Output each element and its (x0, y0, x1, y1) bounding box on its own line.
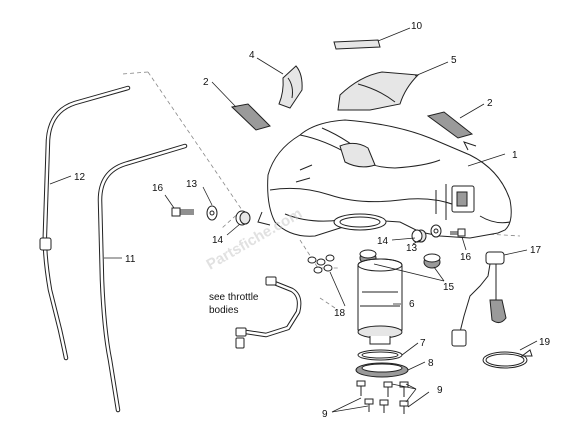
callout-7: 7 (420, 338, 426, 349)
callout-17: 17 (530, 245, 542, 256)
grommet-right (411, 229, 427, 243)
callout-12: 12 (74, 172, 86, 183)
callout-6: 6 (409, 299, 415, 310)
grommet-left (235, 210, 251, 226)
washer-right (430, 224, 442, 238)
callout-13: 13 (406, 243, 418, 254)
callout-9: 9 (322, 409, 328, 420)
decal-strip (333, 39, 381, 50)
throttle-bodies-note: see throttle bodies (209, 292, 259, 316)
callout-15: 15 (443, 282, 455, 293)
hose-clip (482, 349, 533, 369)
callout-16: 16 (152, 183, 164, 194)
callout-11: 11 (125, 254, 136, 265)
throttle-feed-hose (235, 276, 302, 349)
retaining-plate (355, 362, 409, 378)
callout-2: 2 (487, 98, 493, 109)
trim-piece (278, 65, 303, 109)
screws (356, 380, 409, 414)
fuel-hose-right (97, 143, 188, 413)
callout-8: 8 (428, 358, 434, 369)
fuel-hose-left (39, 85, 131, 361)
fuel-tank (257, 119, 512, 239)
callout-1: 1 (512, 150, 518, 161)
callout-10: 10 (411, 21, 423, 32)
callout-5: 5 (451, 55, 457, 66)
bolt-right (450, 228, 466, 237)
rubber-pad-left (230, 103, 271, 131)
callout-13: 13 (186, 179, 198, 190)
side-cover (337, 71, 420, 111)
callout-14: 14 (212, 235, 224, 246)
callout-2: 2 (203, 77, 209, 88)
callout-9: 9 (437, 385, 443, 396)
callout-16: 16 (460, 252, 472, 263)
washer-left (206, 205, 218, 221)
leader-lines (49, 27, 538, 413)
fuel-level-sender (451, 251, 507, 347)
pump-seal (357, 349, 403, 361)
callout-numbers: 1 2 2 4 5 6 7 8 9 9 10 11 12 13 13 14 14… (74, 21, 551, 420)
callout-19: 19 (539, 337, 551, 348)
fuel-filter-right (423, 253, 441, 269)
note-line-2: bodies (209, 305, 238, 316)
note-line-1: see throttle (209, 292, 259, 303)
fuel-pump (357, 258, 403, 345)
o-rings (307, 254, 335, 274)
callout-4: 4 (249, 50, 255, 61)
bolt-left (171, 207, 194, 217)
rubber-pad-right (426, 111, 474, 139)
callout-18: 18 (334, 308, 346, 319)
callout-14: 14 (377, 236, 389, 247)
